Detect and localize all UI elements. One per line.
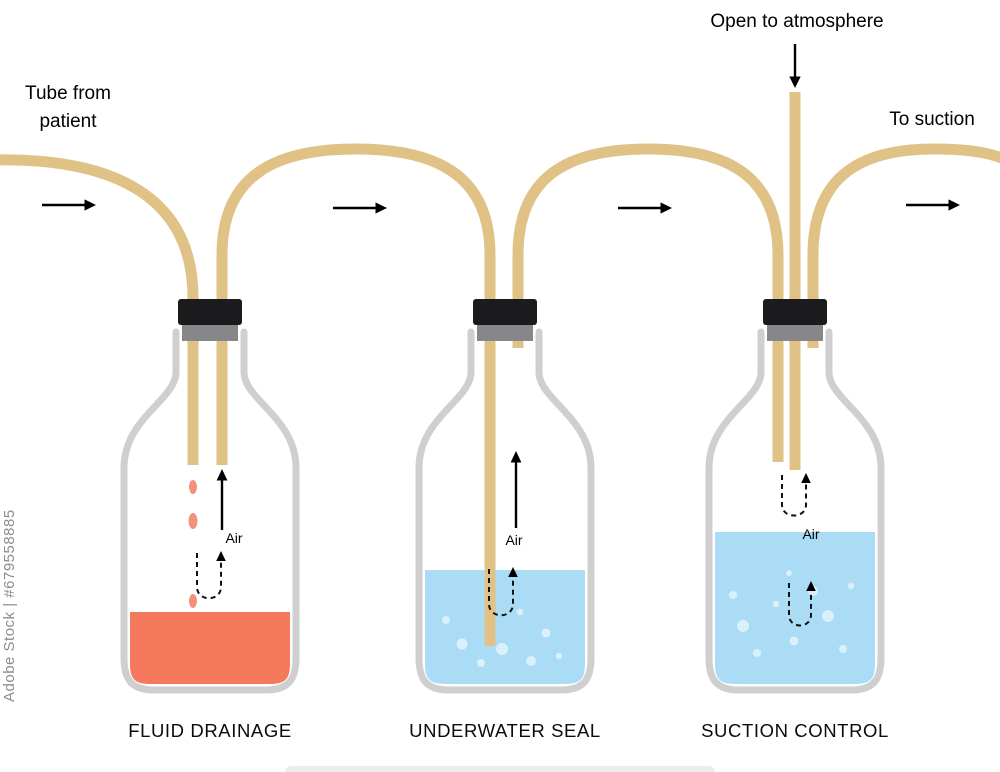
label-tube-from-patient-line2: patient bbox=[39, 111, 97, 132]
stock-watermark-bar bbox=[285, 766, 715, 772]
suction-control-liquid bbox=[715, 532, 875, 684]
bubble bbox=[789, 636, 799, 646]
label-to-suction: To suction bbox=[889, 109, 975, 130]
bubble bbox=[477, 659, 485, 667]
stopper-bottom bbox=[182, 325, 238, 341]
stopper-top bbox=[178, 299, 242, 325]
fluid-drop bbox=[188, 513, 198, 529]
stopper-top bbox=[473, 299, 537, 325]
drainage-drops bbox=[188, 480, 198, 608]
bubble bbox=[555, 652, 563, 660]
bubble bbox=[822, 610, 834, 622]
tubes-layer bbox=[0, 92, 1000, 646]
stopper-fluid-drainage bbox=[178, 299, 242, 341]
label-open-to-atmosphere: Open to atmosphere bbox=[710, 11, 883, 32]
air-arrow-up-icon bbox=[216, 469, 228, 530]
bubble bbox=[541, 628, 551, 638]
bubble bbox=[442, 616, 450, 624]
fluid-drainage-liquid bbox=[130, 612, 290, 684]
bubble bbox=[526, 656, 536, 666]
bubble bbox=[772, 600, 780, 608]
bubble bbox=[496, 643, 508, 655]
patient-tube bbox=[0, 154, 199, 465]
dashed-uturn-arrow-icon bbox=[781, 473, 811, 517]
stopper-bottom bbox=[767, 325, 823, 341]
air-arrow-up-icon bbox=[510, 451, 522, 528]
bubble bbox=[847, 582, 855, 590]
stopper-underwater-seal bbox=[473, 299, 537, 341]
bottle-title-underwater-seal: UNDERWATER SEAL bbox=[409, 720, 601, 741]
underwater-seal-liquid bbox=[425, 570, 585, 684]
fluid-drop bbox=[189, 480, 197, 494]
underwater-seal-bubbles bbox=[442, 608, 563, 667]
stopper-suction-control bbox=[763, 299, 827, 341]
atmosphere-arrow-down-icon bbox=[789, 44, 801, 88]
bottle-title-fluid-drainage: FLUID DRAINAGE bbox=[128, 720, 292, 741]
label-tube-from-patient-line1: Tube from bbox=[25, 83, 111, 104]
bubble bbox=[729, 591, 737, 599]
dashed-uturn-arrow-icon bbox=[196, 551, 226, 600]
air-label-underwater-seal: Air bbox=[505, 532, 522, 548]
fluid-drainage-bottle bbox=[120, 328, 300, 694]
bottle-title-suction-control: SUCTION CONTROL bbox=[701, 720, 889, 741]
fluids-layer bbox=[130, 532, 875, 684]
bubble bbox=[753, 649, 761, 657]
seal-to-suction-control-tube bbox=[512, 143, 784, 462]
bubble bbox=[737, 620, 749, 632]
dashed-uturn-arrow-icon bbox=[788, 581, 816, 627]
fluid-drop bbox=[189, 594, 197, 608]
suction-outlet-tube bbox=[807, 143, 1000, 348]
flow-arrow-right-icon bbox=[906, 199, 960, 211]
bubble bbox=[516, 608, 524, 616]
flow-arrow-right-icon bbox=[42, 199, 96, 211]
stopper-top bbox=[763, 299, 827, 325]
bubble bbox=[456, 638, 468, 650]
stock-watermark: Adobe Stock | #679558885 bbox=[1, 509, 18, 702]
bubble bbox=[839, 645, 847, 653]
flow-arrow-right-icon bbox=[333, 202, 387, 214]
flow-arrow-right-icon bbox=[618, 202, 672, 214]
air-label-suction-control: Air bbox=[802, 526, 819, 542]
drainage-to-seal-tube bbox=[216, 143, 496, 646]
stopper-bottom bbox=[477, 325, 533, 341]
bubble bbox=[786, 570, 792, 576]
dashed-uturn-arrow-icon bbox=[488, 567, 518, 617]
air-label-fluid-drainage: Air bbox=[225, 530, 242, 546]
